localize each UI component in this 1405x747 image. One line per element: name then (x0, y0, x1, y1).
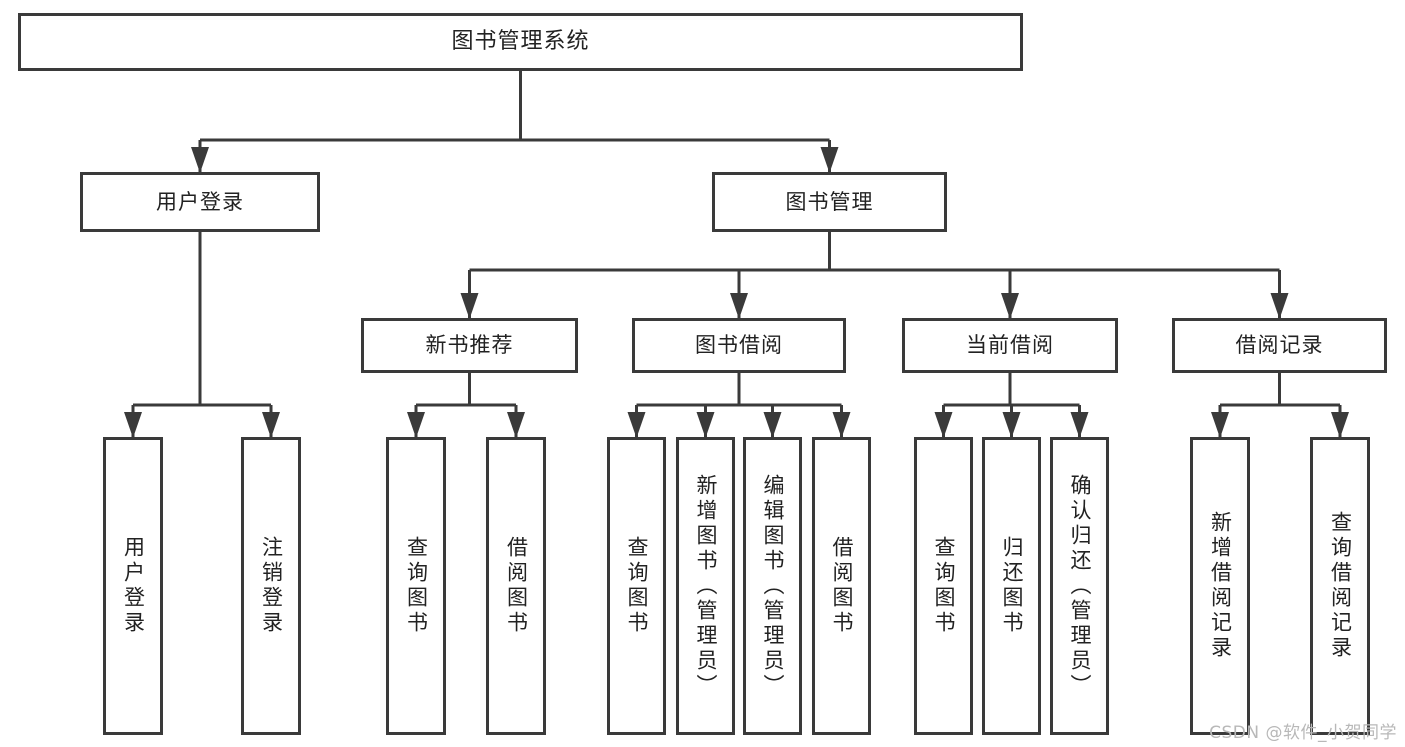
node-label-leaf-confirm-return: 确认归还（管理员） (1068, 473, 1092, 699)
node-label-leaf-query-book-3: 查询图书 (932, 536, 956, 636)
node-label-leaf-edit-book: 编辑图书（管理员） (761, 473, 785, 699)
node-label-leaf-add-record: 新增借阅记录 (1208, 511, 1233, 661)
node-label-borrow-record: 借阅记录 (1235, 333, 1324, 358)
watermark-label: CSDN @软件_小贺同学 (1209, 723, 1397, 743)
arrowhead-new-book-rec (460, 293, 479, 319)
node-label-leaf-borrow-book-2: 借阅图书 (830, 536, 854, 636)
node-leaf-add-record[interactable]: 新增借阅记录 (1190, 437, 1250, 735)
node-current-borrow[interactable]: 当前借阅 (902, 318, 1118, 373)
node-book-manage[interactable]: 图书管理 (712, 172, 947, 232)
node-leaf-query-book-1[interactable]: 查询图书 (386, 437, 446, 735)
arrowhead-leaf-add-record (1211, 412, 1229, 438)
node-new-book-rec[interactable]: 新书推荐 (361, 318, 578, 373)
arrowhead-book-manage (820, 147, 839, 173)
node-label-leaf-query-book-2: 查询图书 (625, 536, 649, 636)
node-label-leaf-add-book: 新增图书（管理员） (694, 473, 718, 699)
node-label-leaf-query-record: 查询借阅记录 (1328, 511, 1353, 661)
node-label-leaf-return-book: 归还图书 (1000, 536, 1024, 636)
node-book-borrow[interactable]: 图书借阅 (632, 318, 846, 373)
node-label-book-manage: 图书管理 (785, 189, 874, 214)
node-label-user-login: 用户登录 (156, 189, 244, 214)
arrowhead-leaf-logout (262, 412, 280, 438)
node-label-leaf-logout: 注销登录 (259, 536, 284, 636)
node-borrow-record[interactable]: 借阅记录 (1172, 318, 1387, 373)
arrowhead-leaf-user-login (124, 412, 142, 438)
node-leaf-query-book-3[interactable]: 查询图书 (914, 437, 973, 735)
arrowhead-leaf-query-book-1 (407, 412, 425, 438)
node-root[interactable]: 图书管理系统 (18, 13, 1023, 71)
node-leaf-query-book-2[interactable]: 查询图书 (607, 437, 666, 735)
node-leaf-user-login[interactable]: 用户登录 (103, 437, 163, 735)
arrowhead-leaf-confirm-return (1070, 412, 1089, 438)
arrowhead-leaf-add-book (696, 412, 715, 438)
node-label-new-book-rec: 新书推荐 (425, 333, 514, 358)
arrowhead-leaf-query-book-2 (627, 412, 646, 438)
arrowhead-borrow-record (1270, 293, 1289, 319)
arrowhead-leaf-borrow-book-1 (507, 412, 525, 438)
node-label-current-borrow: 当前借阅 (966, 333, 1054, 358)
arrowhead-leaf-query-book-3 (934, 412, 953, 438)
arrowhead-leaf-return-book (1002, 412, 1021, 438)
arrowhead-leaf-borrow-book-2 (832, 412, 851, 438)
node-leaf-return-book[interactable]: 归还图书 (982, 437, 1041, 735)
node-leaf-confirm-return[interactable]: 确认归还（管理员） (1050, 437, 1109, 735)
arrowhead-book-borrow (730, 293, 748, 319)
node-leaf-add-book[interactable]: 新增图书（管理员） (676, 437, 735, 735)
arrowhead-current-borrow (1001, 293, 1019, 319)
node-leaf-borrow-book-2[interactable]: 借阅图书 (812, 437, 871, 735)
node-label-book-borrow: 图书借阅 (695, 333, 783, 358)
node-label-root: 图书管理系统 (451, 29, 590, 55)
node-leaf-query-record[interactable]: 查询借阅记录 (1310, 437, 1370, 735)
node-leaf-logout[interactable]: 注销登录 (241, 437, 301, 735)
arrowhead-user-login (191, 147, 209, 173)
node-label-leaf-user-login: 用户登录 (121, 536, 146, 636)
node-leaf-borrow-book-1[interactable]: 借阅图书 (486, 437, 546, 735)
node-user-login[interactable]: 用户登录 (80, 172, 320, 232)
node-leaf-edit-book[interactable]: 编辑图书（管理员） (743, 437, 802, 735)
arrowhead-leaf-query-record (1331, 412, 1349, 438)
node-label-leaf-query-book-1: 查询图书 (404, 536, 429, 636)
arrowhead-leaf-edit-book (763, 412, 782, 438)
node-label-leaf-borrow-book-1: 借阅图书 (504, 536, 529, 636)
